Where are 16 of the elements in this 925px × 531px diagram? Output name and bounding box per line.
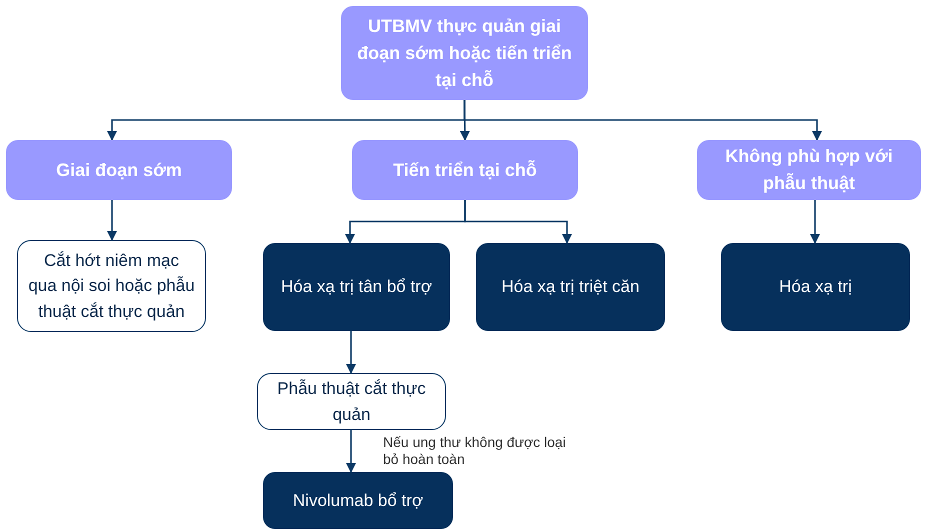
category-box: Tiến triển tại chỗ <box>352 140 578 200</box>
arrow <box>346 331 356 374</box>
category-box: Không phù hợp với phẫu thuật <box>697 140 921 200</box>
arrow <box>810 200 820 244</box>
treatment-box: Hóa xạ trị triệt căn <box>476 243 665 331</box>
treatment-box: Cắt hớt niêm mạc qua nội soi hoặc phẫu thuật cắt thực quản <box>17 240 206 332</box>
arrow <box>107 200 117 241</box>
treatment-box: Phẫu thuật cắt thực quản <box>257 373 446 430</box>
arrow <box>346 430 356 473</box>
treatment-box: Hóa xạ trị tân bổ trợ <box>263 243 450 331</box>
treatment-box: Hóa xạ trị <box>721 243 910 331</box>
category-box: UTBMV thực quản giai đoạn sớm hoặc tiến triển tại chỗ <box>341 6 588 100</box>
category-box: Giai đoạn sớm <box>6 140 232 200</box>
treatment-box: Nivolumab bổ trợ <box>263 472 453 529</box>
arrow <box>464 200 572 244</box>
arrow <box>464 100 822 141</box>
